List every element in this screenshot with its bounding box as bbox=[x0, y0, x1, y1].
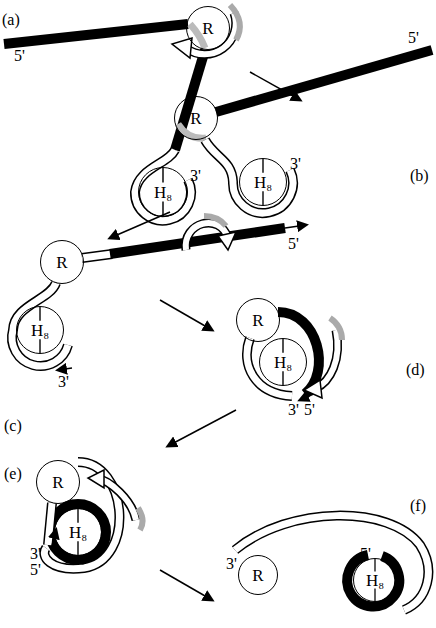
strand-f bbox=[235, 516, 428, 610]
panel-letter: (a) bbox=[2, 12, 20, 28]
node-label: H₈ bbox=[366, 572, 384, 589]
strand-end-label: 3' bbox=[190, 168, 201, 184]
histone-circle: H₈ bbox=[54, 508, 102, 556]
protein-circle: R bbox=[174, 96, 218, 140]
node-label: R bbox=[252, 567, 263, 584]
node-label: R bbox=[202, 20, 213, 37]
strand-end-label: 3' bbox=[30, 546, 41, 562]
protein-circle: R bbox=[236, 298, 280, 342]
step-arrows bbox=[110, 72, 300, 600]
strand-end-label: 3' bbox=[226, 556, 237, 572]
node-label: H₈ bbox=[274, 354, 292, 371]
strand-b bbox=[178, 50, 432, 213]
protein-circle: R bbox=[238, 555, 278, 595]
protein-circle: R bbox=[36, 460, 80, 504]
strand-end-label: 3' bbox=[290, 156, 301, 172]
strand-end-label: 3' bbox=[288, 402, 299, 418]
histone-circle: H₈ bbox=[259, 338, 307, 386]
node-label: R bbox=[52, 474, 63, 491]
panel-letter: (f) bbox=[410, 498, 426, 514]
node-label: H₈ bbox=[154, 184, 172, 201]
strand-d bbox=[247, 312, 342, 400]
histone-circle: H₈ bbox=[353, 558, 397, 602]
panel-letter: (c) bbox=[4, 418, 22, 434]
strand-e bbox=[44, 462, 142, 569]
node-label: R bbox=[252, 312, 263, 329]
strand-end-label: 5' bbox=[408, 30, 419, 46]
node-label: H₈ bbox=[254, 174, 272, 191]
panel-letter: (d) bbox=[406, 362, 425, 378]
histone-circle: H₈ bbox=[239, 158, 287, 206]
strand-end-label: 5' bbox=[30, 562, 41, 578]
strand-end-label: 5' bbox=[288, 236, 299, 252]
node-label: H₈ bbox=[31, 322, 49, 339]
histone-circle: H₈ bbox=[138, 167, 188, 217]
protein-circle: R bbox=[40, 240, 84, 284]
protein-circle: R bbox=[186, 6, 230, 50]
panel-letter: (e) bbox=[4, 466, 22, 482]
node-label: H₈ bbox=[69, 524, 87, 541]
node-label: R bbox=[56, 254, 67, 271]
strand-a bbox=[4, 5, 240, 221]
strand-end-label: 5' bbox=[304, 402, 315, 418]
node-label: R bbox=[190, 110, 201, 127]
panel-letter: (b) bbox=[410, 168, 429, 184]
strand-c bbox=[12, 216, 306, 370]
strand-end-label: 5' bbox=[360, 546, 371, 562]
strand-end-label: 3' bbox=[58, 374, 69, 390]
strand-end-label: 5' bbox=[14, 48, 25, 64]
histone-circle: H₈ bbox=[16, 306, 64, 354]
